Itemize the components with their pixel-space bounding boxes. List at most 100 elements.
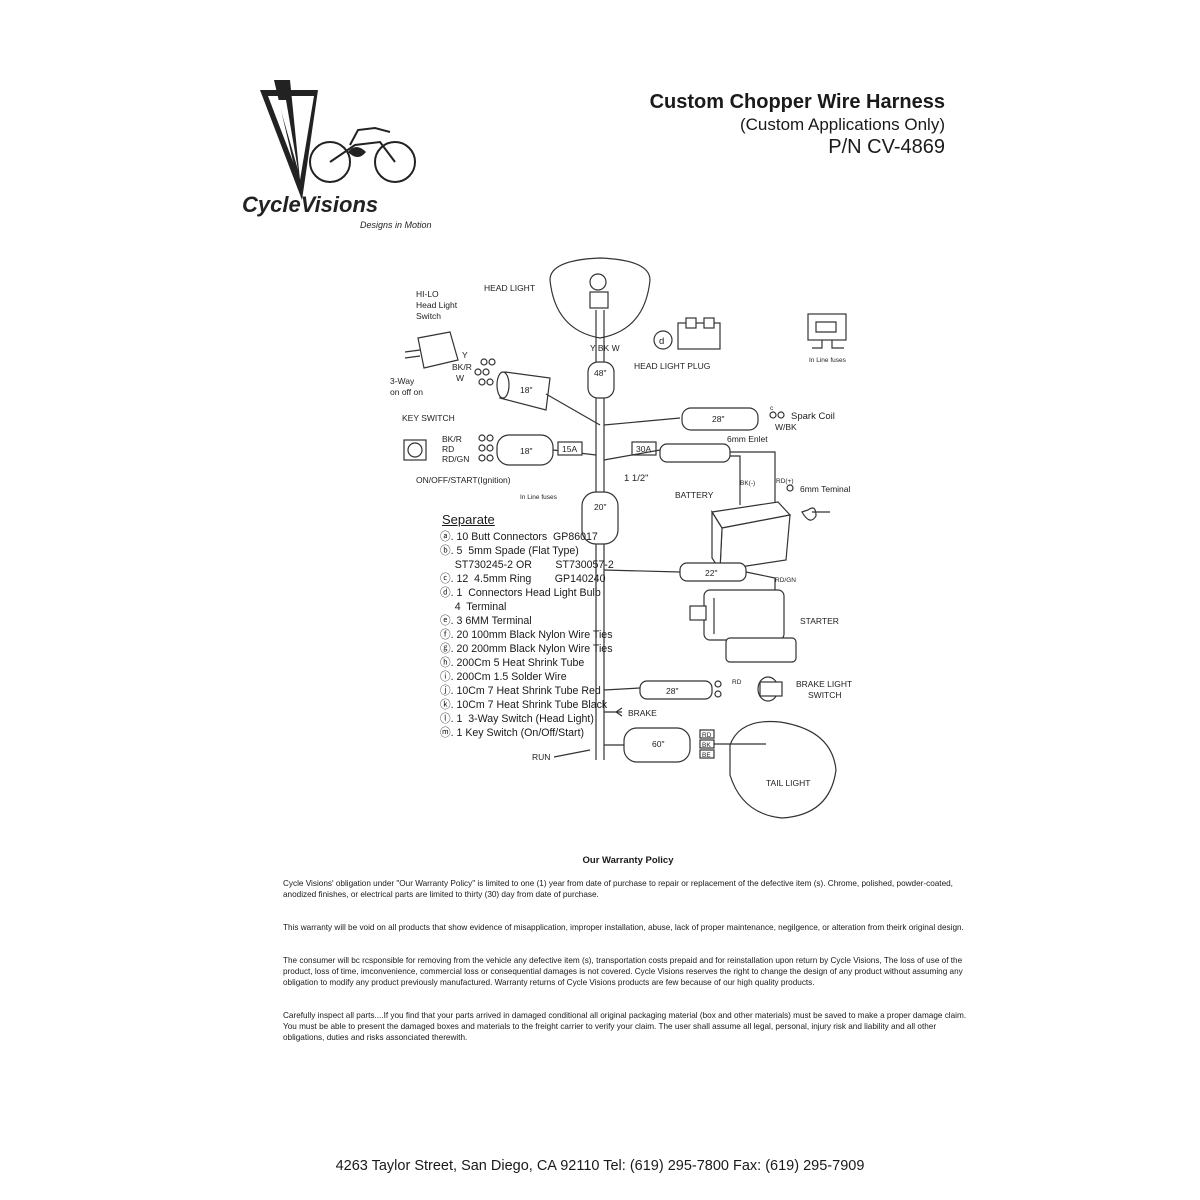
spark-coil-terminal-2 xyxy=(777,411,785,419)
spark-coil-wire xyxy=(603,417,681,426)
key-switch-icon xyxy=(403,439,427,461)
spark-coil-label: Spark Coil xyxy=(791,411,835,422)
list-item: ⓜ. 1 Key Switch (On/Off/Start) xyxy=(440,727,585,739)
len-18-top: 18" xyxy=(520,385,532,395)
starter-wire-label: RD/GN xyxy=(775,577,796,584)
key-wire-rdgn: RD/GN xyxy=(442,454,469,464)
len-1-1-2: 1 1/2" xyxy=(624,473,649,484)
brake-label: BRAKE xyxy=(628,708,657,718)
terminal-icon xyxy=(801,507,817,521)
warranty-paragraph: Carefully inspect all parts....If you fi… xyxy=(283,1011,967,1042)
battery-branch-wire xyxy=(603,449,661,461)
list-item: ⓖ. 20 200mm Black Nylon Wire Ties xyxy=(440,643,613,655)
tail-light-label: TAIL LIGHT xyxy=(766,778,810,788)
title-block: Custom Chopper Wire Harness (Custom Appl… xyxy=(650,90,945,159)
list-item: ⓔ. 3 6MM Terminal xyxy=(440,615,532,627)
tail-conn-rd xyxy=(699,729,715,739)
sleeve-28-spark xyxy=(681,407,759,431)
enlet-label: 6mm Enlet xyxy=(727,434,768,444)
len-60: 60" xyxy=(652,739,664,749)
headlight-wire-colors: Y BK W xyxy=(590,343,620,353)
hilo-wire-y: Y xyxy=(462,350,468,360)
sleeve-60 xyxy=(623,727,691,763)
len-18-key: 18" xyxy=(520,446,532,456)
warranty-title: Our Warranty Policy xyxy=(582,855,674,866)
fuse-15a-label: 15A xyxy=(562,444,577,454)
logo-brand: CycleVisions xyxy=(242,192,378,217)
key-positions-label: ON/OFF/START(Ignition) xyxy=(416,475,511,485)
terminal-label: 6mm Teminal xyxy=(800,484,850,494)
sleeve-20 xyxy=(581,491,619,545)
list-item: 4 Terminal xyxy=(440,601,507,613)
mark-e-terminal xyxy=(786,484,794,492)
inline-fuses-top-label: In Line fuses xyxy=(809,357,847,364)
hilo-wire-bkr: BK/R xyxy=(452,362,472,372)
mark-c-spark: c xyxy=(770,405,774,412)
list-item: ⓛ. 1 3-Way Switch (Head Light) xyxy=(440,713,594,725)
logo-graphic: CycleVisions Designs in Motion xyxy=(242,80,432,230)
key-wire-rd: RD xyxy=(442,444,454,454)
switch-positions-2: on off on xyxy=(390,387,423,397)
list-item: ⓕ. 20 100mm Black Nylon Wire Ties xyxy=(440,629,613,641)
len-22: 22" xyxy=(705,568,717,578)
brake-switch-icon xyxy=(757,676,783,702)
len-48: 48" xyxy=(594,368,606,378)
tail-conn-be xyxy=(699,749,715,759)
hilo-label-2: Head Light xyxy=(416,300,458,310)
list-item: ⓘ. 200Cm 1.5 Solder Wire xyxy=(440,671,567,683)
len-28-brake: 28" xyxy=(666,686,678,696)
key-switch-label: KEY SWITCH xyxy=(402,413,455,423)
tail-wire-be: BE xyxy=(702,752,711,759)
fuse-30a-label: 30A xyxy=(636,444,651,454)
list-item: ⓙ. 10Cm 7 Heat Shrink Tube Red xyxy=(440,685,601,697)
bk-minus-label: BK(-) xyxy=(740,480,755,487)
page-subtitle: (Custom Applications Only) xyxy=(739,115,945,134)
brake-switch-label-1: BRAKE LIGHT xyxy=(796,679,852,689)
key-wire-bkr: BK/R xyxy=(442,434,462,444)
warranty-section: Our Warranty Policy Cycle Visions' oblig… xyxy=(283,855,973,1065)
run-label: RUN xyxy=(532,752,550,762)
headlight-plug-icon xyxy=(677,317,721,350)
brake-switch-label-2: SWITCH xyxy=(808,690,842,700)
plug-marker: d xyxy=(659,336,664,347)
inline-fuses-bottom-label: In Line fuses xyxy=(520,494,558,501)
starter-branch xyxy=(603,569,681,573)
len-20: 20" xyxy=(594,502,606,512)
separate-parts-list: Separate ⓐ. 10 Butt Connectors GP86017 ⓑ… xyxy=(440,512,614,740)
part-number: P/N CV-4869 xyxy=(828,136,945,158)
fuse-15a xyxy=(557,441,583,456)
starter-label: STARTER xyxy=(800,616,839,626)
list-item: ⓑ. 5 5mm Spade (Flat Type) xyxy=(440,545,579,557)
list-item: ⓒ. 12 4.5mm Ring GP140240 xyxy=(440,573,606,585)
starter-wire xyxy=(745,571,776,590)
brake-conn-1 xyxy=(714,680,722,688)
sleeve-48 xyxy=(587,361,615,399)
brake-wire-rd: RD xyxy=(732,679,742,686)
run-arrow xyxy=(553,749,591,758)
separate-heading: Separate xyxy=(442,512,495,527)
headlight-plug-label: HEAD LIGHT PLUG xyxy=(634,361,710,371)
head-light-label: HEAD LIGHT xyxy=(484,283,535,293)
brake-arrow xyxy=(604,707,623,717)
len-28-spark: 28" xyxy=(712,414,724,424)
head-light xyxy=(549,257,651,339)
sleeve-18-top xyxy=(496,371,601,426)
list-item: ⓗ. 200Cm 5 Heat Shrink Tube xyxy=(440,657,585,669)
page-title: Custom Chopper Wire Harness xyxy=(649,91,945,113)
list-item: ⓓ. 1 Connectors Head Light Bulb xyxy=(440,587,601,599)
footer-address: 4263 Taylor Street, San Diego, CA 92110 … xyxy=(335,1158,865,1174)
battery-wires xyxy=(730,451,776,510)
spark-coil-terminal xyxy=(769,411,777,419)
warranty-paragraph: Cycle Visions' obligation under "Our War… xyxy=(283,879,953,899)
starter-icon xyxy=(689,589,797,663)
logo-tagline: Designs in Motion xyxy=(360,220,432,230)
list-item: ST730245-2 OR ST730057-2 xyxy=(440,559,614,571)
hilo-wire-w: W xyxy=(456,373,464,383)
warranty-paragraph: The consumer will bc rcsponsible for rem… xyxy=(283,956,963,987)
rd-plus-label: RD(+) xyxy=(776,478,794,485)
tail-light-icon xyxy=(714,720,837,819)
switch-positions-1: 3-Way xyxy=(390,376,415,386)
inline-fuse-icon xyxy=(807,313,847,349)
tail-wire-bk: BK xyxy=(702,742,711,749)
key-connectors xyxy=(478,434,494,462)
